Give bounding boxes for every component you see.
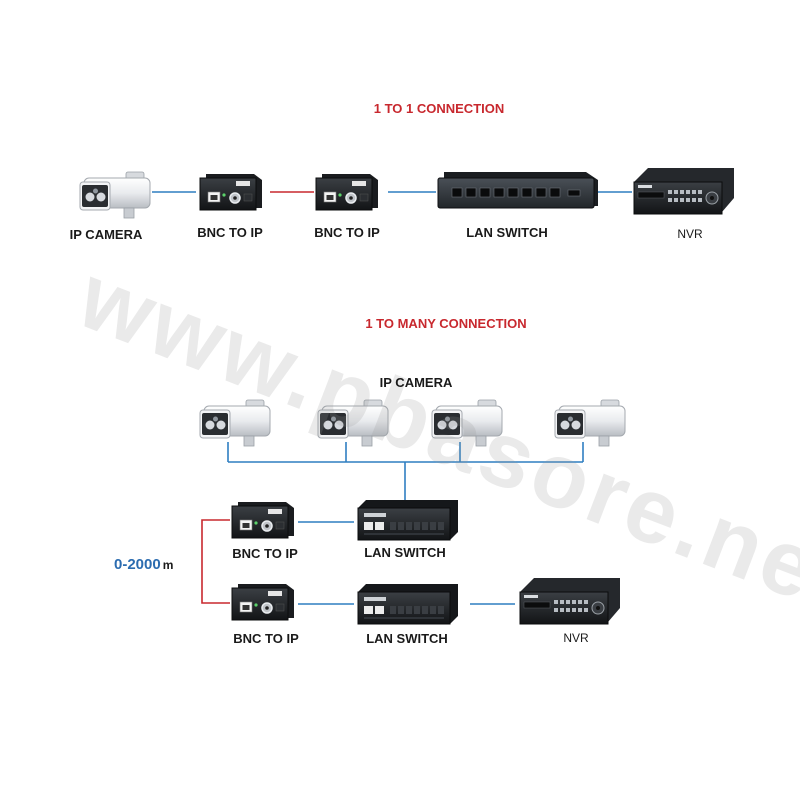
lan-switch-icon	[357, 583, 459, 625]
lan-switch-icon	[437, 172, 598, 209]
bnc-to-ip-converter-icon	[315, 173, 379, 211]
label-ip-camera: IP CAMERA	[379, 375, 453, 390]
ip-camera-icon	[431, 399, 503, 447]
label-bnc-to-ip: BNC TO IP	[314, 225, 380, 240]
ip-camera-icon	[317, 399, 389, 447]
section-title-one-to-one: 1 TO 1 CONNECTION	[373, 101, 505, 116]
label-bnc-to-ip: BNC TO IP	[232, 546, 298, 561]
distance-unit: m	[162, 558, 174, 572]
nvr-icon	[519, 577, 621, 625]
bnc-to-ip-converter-icon	[231, 501, 295, 539]
coax-distance-bracket	[201, 519, 230, 604]
distance-value: 0-2000	[114, 556, 161, 573]
label-nvr: NVR	[563, 631, 589, 645]
one-to-many-links	[201, 442, 584, 605]
ip-camera-icon	[554, 399, 626, 447]
bnc-to-ip-converter-icon	[231, 583, 295, 621]
label-nvr: NVR	[677, 227, 703, 241]
label-lan-switch: LAN SWITCH	[466, 225, 548, 240]
ip-camera-icon	[79, 171, 151, 219]
label-ip-camera: IP CAMERA	[69, 227, 143, 242]
label-lan-switch: LAN SWITCH	[364, 545, 446, 560]
ip-camera-icon	[199, 399, 271, 447]
label-bnc-to-ip: BNC TO IP	[197, 225, 263, 240]
bnc-to-ip-converter-icon	[199, 173, 263, 211]
label-lan-switch: LAN SWITCH	[366, 631, 448, 646]
nvr-icon	[633, 167, 735, 215]
section-title-one-to-many: 1 TO MANY CONNECTION	[365, 316, 527, 331]
lan-switch-icon	[357, 499, 459, 541]
label-bnc-to-ip: BNC TO IP	[233, 631, 299, 646]
